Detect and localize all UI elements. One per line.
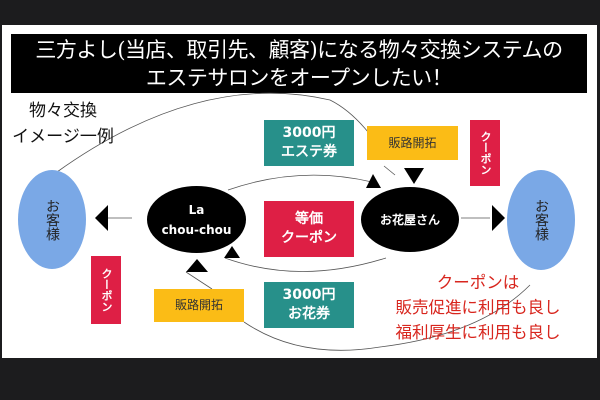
flower-ticket-amount: 3000円: [282, 287, 336, 303]
esthe-ticket-box: 3000円 エステ券: [264, 120, 354, 166]
title-line-2: エステサロンをオープンしたい！: [145, 66, 453, 90]
curve-florist-salon: [224, 257, 387, 272]
florist-node: お花屋さん: [361, 187, 459, 252]
coupon-box-left: クーポン: [91, 256, 121, 324]
equal-coupon-box: 等価 クーポン: [264, 201, 354, 257]
esthe-ticket-label: エステ券: [281, 144, 337, 160]
equal-coupon-line-1: 等価: [295, 211, 323, 227]
salon-name-2: chou-chou: [161, 222, 232, 237]
arrowhead-icon: [95, 205, 108, 231]
arrowhead-icon: [404, 168, 424, 184]
customer-right-node: お客様: [507, 170, 575, 270]
equal-coupon-line-2: クーポン: [281, 230, 337, 246]
line-channel-bottom: [185, 271, 213, 290]
note-line-1: クーポンは: [436, 273, 520, 292]
channel-bottom-label: 販路開拓: [174, 298, 223, 312]
channel-box-bottom: 販路開拓: [154, 289, 244, 322]
coupon-right-label: クーポン: [479, 131, 492, 175]
salon-node: La chou-chou: [147, 186, 246, 253]
example-label: 物々交換 イメージ一例: [8, 98, 118, 150]
coupon-box-right: クーポン: [470, 120, 500, 186]
title-line-1: 三方よし(当店、取引先、顧客)になる物々交換システムの: [35, 38, 563, 62]
esthe-ticket-amount: 3000円: [282, 125, 336, 141]
arrowhead-icon: [492, 205, 505, 231]
coupon-left-label: クーポン: [100, 268, 113, 312]
title-banner: 三方よし(当店、取引先、顧客)になる物々交換システムの エステサロンをオープンし…: [11, 34, 587, 93]
customer-left-label: お客様: [44, 198, 60, 241]
coupon-note: クーポンは 販売促進に利用も良し 福利厚生に利用も良し: [378, 270, 578, 345]
arrowhead-icon: [224, 246, 240, 258]
flower-ticket-box: 3000円 お花券: [264, 282, 354, 328]
florist-label: お花屋さん: [379, 212, 440, 227]
salon-name-1: La: [188, 202, 205, 217]
customer-right-label: お客様: [533, 199, 549, 241]
channel-top-label: 販路開拓: [388, 135, 437, 150]
line-channel-top: [383, 165, 396, 176]
curve-salon-florist: [227, 174, 373, 191]
channel-box-top: 販路開拓: [367, 126, 458, 160]
note-line-2: 販売促進に利用も良し: [395, 298, 561, 317]
curve-top: [56, 92, 369, 173]
note-line-3: 福利厚生に利用も良し: [395, 323, 561, 342]
arrowhead-icon: [366, 174, 381, 188]
label-line-1: 物々交換: [29, 101, 97, 121]
curve-bottom: [243, 284, 531, 351]
label-line-2: イメージ一例: [12, 127, 114, 147]
flower-ticket-label: お花券: [288, 306, 330, 322]
arrowhead-icon: [186, 259, 208, 272]
customer-left-node: お客様: [18, 170, 86, 269]
